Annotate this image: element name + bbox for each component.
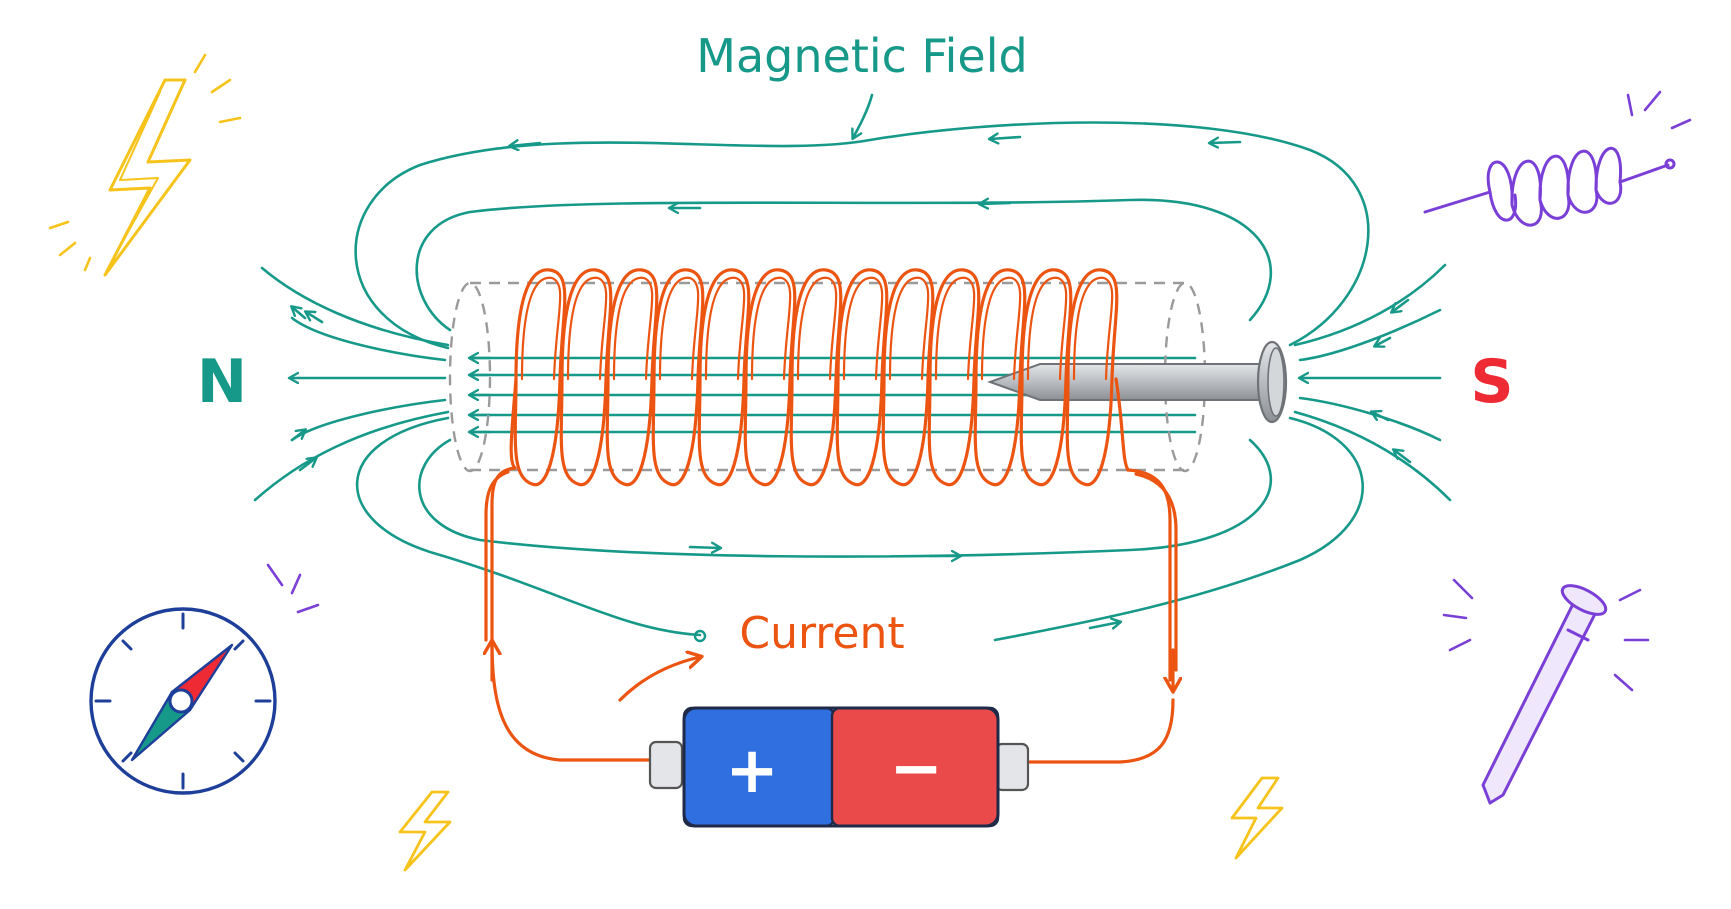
- field-arrow: [688, 547, 720, 548]
- small-lightning-icon: [1230, 776, 1284, 860]
- field-line-south: [1293, 410, 1452, 502]
- field-line-top-inner: [415, 198, 1273, 332]
- coil-turn-inner: [1026, 276, 1068, 381]
- coil-turn: [835, 268, 889, 487]
- coil-turn-inner: [1072, 276, 1114, 381]
- magnetic-field-label-pointer: [853, 93, 874, 138]
- field-arrow: [1372, 412, 1390, 422]
- south-pole-label: S: [1470, 347, 1513, 417]
- coil-turn-inner: [612, 276, 654, 381]
- lightning-bolt-icon: [48, 53, 242, 277]
- battery-terminal-left: [648, 740, 684, 790]
- current-label: Current: [739, 608, 904, 659]
- field-arrow: [980, 203, 1012, 204]
- compass-icon: [89, 563, 320, 795]
- field-line-north: [290, 316, 447, 362]
- field-line-south: [1298, 308, 1442, 362]
- field-line-north: [260, 266, 450, 347]
- coil-turn: [881, 268, 935, 487]
- wire-left-double: [484, 470, 510, 642]
- field-line-bottom-outer: [355, 416, 702, 637]
- field-arrow: [1210, 142, 1242, 143]
- field-arrow: [1394, 450, 1412, 464]
- field-arrow: [306, 312, 324, 324]
- wire-left: [490, 466, 652, 762]
- field-arrow: [510, 143, 542, 146]
- copper-coil: [509, 268, 1130, 487]
- field-line-north: [253, 410, 450, 502]
- coil-turn-inner: [566, 276, 608, 381]
- coil-turn-inner: [520, 276, 562, 381]
- coil-turn: [605, 268, 659, 487]
- field-arrow: [290, 430, 305, 442]
- field-arrow: [990, 137, 1022, 139]
- field-line-top-outer: [354, 121, 1370, 350]
- coil-turn: [927, 268, 981, 487]
- coil-turn: [743, 268, 797, 487]
- coil-turn: [651, 268, 705, 487]
- field-arrow: [1088, 622, 1120, 628]
- coil-turn: [513, 268, 567, 487]
- coil-turn-inner: [796, 276, 838, 381]
- battery-negative-symbol: −: [889, 732, 943, 806]
- magnetic-field-label: Magnetic Field: [696, 29, 1027, 83]
- coil-turn-inner: [980, 276, 1022, 381]
- field-line-bottom-inner: [418, 438, 1273, 558]
- field-line-south: [1293, 263, 1447, 347]
- current-wires: [484, 466, 1178, 764]
- coil-turn: [559, 268, 613, 487]
- field-arrow: [292, 307, 307, 320]
- nail: [987, 340, 1288, 424]
- field-arrow: [298, 458, 316, 472]
- current-label-pointer: [618, 657, 700, 702]
- wire-right: [1126, 468, 1172, 682]
- field-line-bottom-outer-right: [993, 416, 1365, 642]
- coil-turn: [1019, 268, 1073, 487]
- coil-turn: [789, 268, 843, 487]
- coil-lead-left: [509, 377, 518, 470]
- battery-icon: + −: [648, 706, 1030, 828]
- coil-turn: [697, 268, 751, 487]
- field-arrow: [1375, 338, 1392, 346]
- coil-turn-inner: [934, 276, 976, 381]
- battery-terminal-right: [994, 742, 1030, 792]
- coil-turn: [1065, 268, 1119, 487]
- coil-turn: [973, 268, 1027, 487]
- wire-right-double: [1134, 472, 1178, 672]
- coil-turn-inner: [658, 276, 700, 381]
- coil-spring-icon: [1423, 90, 1692, 227]
- small-lightning-icon: [398, 790, 452, 872]
- coil-turn-inner: [888, 276, 930, 381]
- nail-icon: [1442, 578, 1650, 805]
- field-line-end-dot: [693, 629, 707, 643]
- field-arrow: [1392, 298, 1410, 312]
- coil-turn-inner: [842, 276, 884, 381]
- coil-turn-inner: [704, 276, 746, 381]
- north-pole-label: N: [197, 347, 247, 417]
- wire-right-bottom: [1028, 698, 1175, 764]
- coil-lead-right: [1114, 377, 1130, 472]
- coil-turn-inner: [750, 276, 792, 381]
- battery-positive-symbol: +: [725, 734, 779, 808]
